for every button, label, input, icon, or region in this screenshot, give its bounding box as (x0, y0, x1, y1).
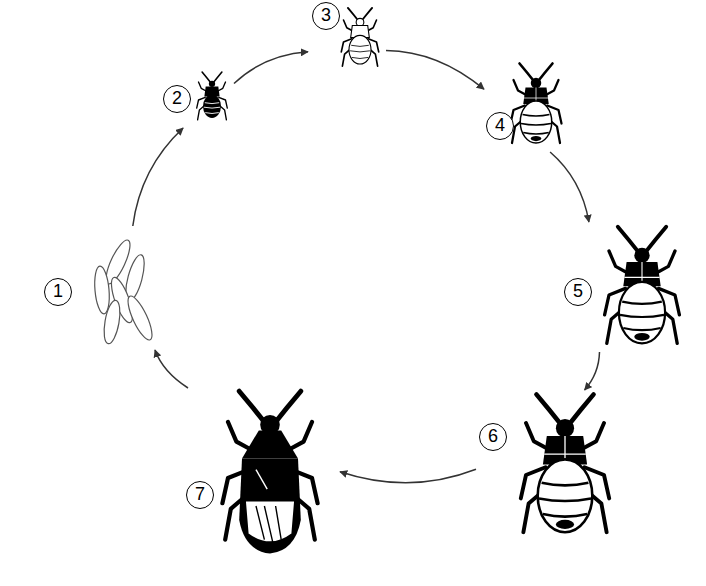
fifth-instar (521, 394, 609, 532)
second-instar (341, 8, 378, 66)
cycle-arrow (386, 50, 484, 89)
callout-number: 6 (479, 423, 507, 451)
fourth-instar (605, 227, 680, 344)
adult-bug (222, 391, 317, 553)
cycle-arrow (340, 469, 476, 482)
cycle-arrow (133, 128, 183, 226)
stage-node: 5 (560, 222, 690, 352)
stage-node: 2 (162, 70, 234, 128)
egg-cluster (93, 237, 157, 345)
cycle-arrow (155, 350, 188, 388)
cycle-arrow (234, 52, 308, 84)
callout-number: 3 (312, 2, 340, 30)
third-instar (511, 64, 562, 144)
callout-number: 1 (44, 278, 72, 306)
callout-number: 4 (486, 112, 514, 140)
stage-node: 4 (484, 58, 564, 152)
cycle-arrow (550, 152, 589, 222)
cycle-arrow (585, 352, 600, 390)
stage-node: 7 (184, 388, 340, 558)
callout-number: 2 (163, 85, 191, 113)
stage-node: 1 (40, 226, 162, 350)
stage-node: 6 (476, 390, 632, 546)
stage-node: 3 (308, 0, 386, 70)
first-instar (197, 72, 228, 120)
callout-number: 5 (564, 278, 592, 306)
callout-number: 7 (186, 481, 214, 509)
